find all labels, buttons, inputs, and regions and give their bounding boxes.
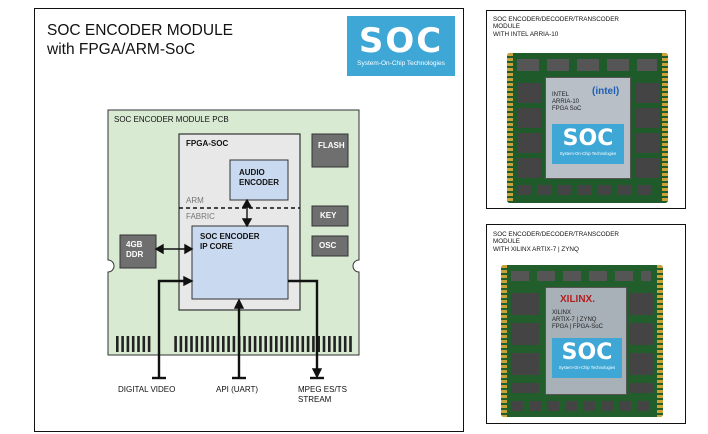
chip-soc-logo: SOC System-On-Chip Technologies (552, 124, 624, 164)
connector-pin (179, 336, 183, 352)
connector-pin (317, 336, 320, 352)
chip-soc-logo: SOC System-On-Chip Technologies (552, 338, 622, 378)
mpeg-arrow (311, 368, 323, 379)
pcb-label: SOC ENCODER MODULE PCB (114, 115, 229, 124)
mpeg-stream-label: MPEG ES/TS STREAM (298, 385, 347, 404)
main-title: SOC ENCODER MODULE with FPGA/ARM-SoC (47, 22, 234, 58)
connector-pin (312, 336, 315, 352)
digital-video-label: DIGITAL VIDEO (118, 385, 176, 394)
soc-logo: SOC System-On-Chip Technologies (347, 16, 455, 76)
connector-pin (126, 336, 130, 352)
intel-logo: (intel) (592, 86, 620, 97)
chip-text: XILINX ARTIX-7 | ZYNQ FPGA | FPGA-SoC (552, 310, 603, 330)
connector-pin (349, 336, 352, 352)
soc-logo-text: SOC (358, 21, 444, 61)
connector-pin (301, 336, 305, 352)
chip-soc-logo-text: SOC (562, 126, 614, 151)
connector-pin (285, 336, 289, 352)
key-box (311, 205, 349, 227)
ip-core-label: SOC ENCODER IP CORE (200, 232, 260, 251)
fpga-chip: XILINX. XILINX ARTIX-7 | ZYNQ FPGA | FPG… (545, 287, 627, 395)
ddr-arrow-left (154, 243, 164, 255)
connector-pin (137, 336, 140, 352)
flash-label: FLASH (318, 141, 345, 150)
chip-soc-logo-text: SOC (561, 340, 613, 365)
connector-pin (216, 336, 220, 352)
ddr-box (119, 234, 157, 269)
audio-arrow-up (241, 198, 253, 208)
ddr-label: 4GB DDR (126, 240, 144, 259)
connector-pin (275, 336, 278, 352)
connector-pin (290, 336, 294, 352)
connector-pin (190, 336, 193, 352)
module-board-photo: XILINX. XILINX ARTIX-7 | ZYNQ FPGA | FPG… (501, 265, 663, 417)
connector-pin (211, 336, 214, 352)
connector-pin (174, 336, 177, 352)
flash-box (311, 133, 349, 168)
audio-encoder-box (229, 159, 289, 201)
digital-video-line (157, 279, 187, 378)
osc-label: OSC (319, 241, 337, 250)
fabric-label: FABRIC (186, 212, 215, 221)
chip-soc-tagline: System-On-Chip Technologies (558, 365, 616, 370)
card-caption: SOC ENCODER/DECODER/TRANSCODER MODULE WI… (493, 16, 619, 38)
connector-pin (338, 336, 342, 352)
arm-label: ARM (186, 196, 204, 205)
chip-text: INTEL ARRIA-10 FPGA SoC (552, 92, 582, 112)
connector-pin (206, 336, 209, 352)
connector-pin (227, 336, 230, 352)
ip-core-box (191, 225, 289, 300)
connector-pin (243, 336, 246, 352)
connector-pin (200, 336, 204, 352)
main-panel: SOC ENCODER MODULE with FPGA/ARM-SoC SOC… (34, 8, 464, 432)
ipcore-arrow-up (241, 218, 253, 228)
connector-pin (296, 336, 299, 352)
connector-pin (116, 336, 119, 352)
connector-pin (269, 336, 273, 352)
audio-encoder-label: AUDIO ENCODER (239, 168, 280, 187)
connector-pin (121, 336, 124, 352)
soc-logo-tagline: System-On-Chip Technologies (357, 60, 445, 67)
fpga-chip: (intel) INTEL ARRIA-10 FPGA SoC SOC Syst… (545, 77, 631, 179)
connector-pin (184, 336, 188, 352)
fpga-soc-label: FPGA-SOC (186, 139, 229, 148)
connector-pin (259, 336, 262, 352)
edge-connector (116, 336, 352, 352)
module-board-photo: (intel) INTEL ARRIA-10 FPGA SoC SOC Syst… (507, 53, 668, 203)
connector-pin (306, 336, 310, 352)
connector-pin (253, 336, 257, 352)
product-card-arria10: SOC ENCODER/DECODER/TRANSCODER MODULE WI… (486, 10, 686, 209)
card-caption: SOC ENCODER/DECODER/TRANSCODER MODULE WI… (493, 231, 619, 253)
connector-pin (343, 336, 347, 352)
digital-video-arrow (183, 275, 194, 287)
connector-pin (248, 336, 252, 352)
api-uart-label: API (UART) (216, 385, 259, 394)
connector-pin (195, 336, 199, 352)
connector-pin (264, 336, 267, 352)
osc-box (311, 235, 349, 257)
product-card-xilinx: SOC ENCODER/DECODER/TRANSCODER MODULE WI… (486, 224, 686, 424)
connector-pin (322, 336, 326, 352)
connector-pin (222, 336, 225, 352)
ipcore-arrow-left (184, 243, 194, 255)
connector-pin (232, 336, 236, 352)
chip-soc-tagline: System-On-Chip Technologies (559, 151, 617, 156)
connector-pin (280, 336, 283, 352)
xilinx-logo: XILINX. (560, 294, 596, 305)
api-arrow (233, 298, 245, 309)
connector-pin (333, 336, 336, 352)
connector-pin (328, 336, 331, 352)
mpeg-line (288, 279, 319, 372)
connector-pin (147, 336, 151, 352)
connector-pin (131, 336, 135, 352)
key-label: KEY (320, 211, 337, 220)
connector-pin (142, 336, 146, 352)
